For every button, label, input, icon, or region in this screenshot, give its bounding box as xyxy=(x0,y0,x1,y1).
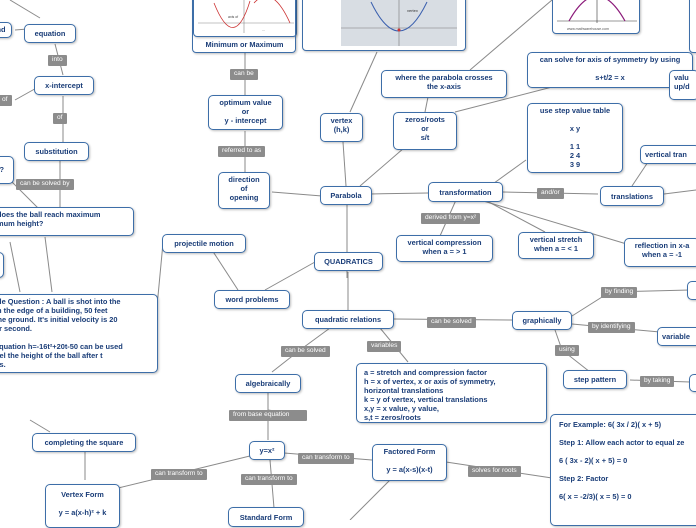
node-quadratic-relations[interactable]: quadratic relations xyxy=(302,310,394,329)
node-value-up-down[interactable]: valu up/d xyxy=(669,70,696,100)
graph-thumbnail-vertex[interactable]: vertex xyxy=(302,0,466,51)
node-vertical-stretch[interactable]: vertical stretch when a = < 1 xyxy=(518,232,594,259)
edge-label-of-2: of xyxy=(53,113,67,124)
graph-thumbnail-minmax[interactable]: axis of ... xyxy=(193,0,297,37)
node-direction-of-opening[interactable]: direction of opening xyxy=(218,172,270,209)
node-vertical-translation[interactable]: vertical tran xyxy=(640,145,696,164)
node-partial-top-left[interactable]: nd xyxy=(0,22,12,38)
red-parabola-icon: www.mathwarehouse.com xyxy=(557,0,637,31)
svg-text:vertex: vertex xyxy=(407,8,418,13)
node-step-pattern[interactable]: step pattern xyxy=(563,370,627,389)
node-x-intercept[interactable]: x-intercept xyxy=(34,76,94,95)
edge-label-into: into xyxy=(48,55,67,66)
node-substitution[interactable]: substitution xyxy=(24,142,89,161)
node-vertical-compression[interactable]: vertical compression when a = > 1 xyxy=(396,235,493,262)
edge-label-can-be: can be xyxy=(230,69,258,80)
svg-text:...: ... xyxy=(262,28,265,32)
edge-label-of-1: of xyxy=(0,95,12,106)
node-algebraically[interactable]: algebraically xyxy=(235,374,301,393)
edge-label-can-transform-to-1: can transform to xyxy=(298,453,354,464)
node-variables[interactable]: variable xyxy=(657,327,696,346)
edge-label-can-transform-to-2: can transform to xyxy=(151,469,207,480)
node-sample-question[interactable]: ple Question : A ball is shot into the m… xyxy=(0,294,158,373)
edge-label-by-taking: by taking xyxy=(640,376,675,387)
edge-label-can-be-solved: can be solved xyxy=(427,317,476,328)
node-graphically[interactable]: graphically xyxy=(512,311,572,330)
node-parabola[interactable]: Parabola xyxy=(320,186,372,205)
minmax-container[interactable] xyxy=(192,0,296,53)
node-zeros-roots[interactable]: zeros/roots or s/t xyxy=(393,112,457,150)
node-partial-left-box[interactable] xyxy=(0,252,4,278)
edge-label-by-identifying: by identifying xyxy=(588,322,635,333)
svg-text:axis of: axis of xyxy=(228,15,238,19)
edge-label-by-finding: by finding xyxy=(601,287,638,298)
edge-label-can-be-solved-2: can be solved xyxy=(281,346,330,357)
edge-label-referred-to-as: referred to as xyxy=(218,146,266,157)
node-translations[interactable]: translations xyxy=(600,186,664,206)
node-ball-max-height-question[interactable]: does the ball reach maximum mum height? xyxy=(0,207,134,236)
vertex-graph-image: vertex xyxy=(341,0,457,46)
node-factored-form[interactable]: Factored Form y = a(x-s)(x-t) xyxy=(372,444,447,481)
node-projectile-motion[interactable]: projectile motion xyxy=(162,234,246,253)
node-word-problems[interactable]: word problems xyxy=(214,290,290,309)
edge-label-variables: variables xyxy=(367,341,402,352)
node-factoring-example[interactable]: For Example: 6( 3x / 2)( x + 5) Step 1: … xyxy=(550,414,696,526)
node-variables-description[interactable]: a = stretch and compression factor h = x… xyxy=(356,363,547,423)
node-taking-target[interactable] xyxy=(689,374,696,392)
node-transformation[interactable]: transformation xyxy=(428,182,503,202)
edge-label-and-or: and/or xyxy=(537,188,564,199)
node-equation[interactable]: equation xyxy=(24,24,76,43)
node-finding-target[interactable] xyxy=(687,281,696,300)
node-partial-h[interactable]: h? xyxy=(0,156,14,184)
edge-label-derived-from: derived from y=x² xyxy=(421,213,481,224)
graph-thumbnail-red-parabola[interactable]: www.mathwarehouse.com xyxy=(552,0,640,34)
edge-label-can-transform-to-3: can transform to xyxy=(241,474,297,485)
node-completing-the-square[interactable]: completing the square xyxy=(32,433,136,452)
svg-text:www.mathwarehouse.com: www.mathwarehouse.com xyxy=(567,27,609,31)
node-optimum-value[interactable]: optimum value or y - intercept xyxy=(208,95,283,130)
edge-label-using: using xyxy=(555,345,579,356)
node-reflection[interactable]: reflection in x-a when a = -1 xyxy=(624,238,696,267)
node-where-parabola-crosses[interactable]: where the parabola crosses the x-axis xyxy=(381,70,507,98)
node-axis-of-symmetry[interactable]: can solve for axis of symmetry by using … xyxy=(527,52,693,88)
edge-label-solves-for-roots: solves for roots xyxy=(468,466,521,477)
edge-label-from-base-equation: from base equation xyxy=(229,410,307,421)
parabola-graph-icon: axis of ... xyxy=(198,0,294,33)
node-vertex-form[interactable]: Vertex Form y = a(x-h)² + k xyxy=(45,484,120,528)
node-minimum-maximum-label: Minimum or Maximum xyxy=(205,40,284,49)
edge-label-can-be-solved-by: can be solved by xyxy=(16,179,74,190)
node-quadratics[interactable]: QUADRATICS xyxy=(314,252,383,271)
node-standard-form[interactable]: Standard Form xyxy=(228,507,304,527)
node-step-value-table[interactable]: use step value table x y 1 1 2 4 3 9 xyxy=(527,103,623,173)
node-vertex[interactable]: vertex (h,k) xyxy=(320,113,363,142)
right-edge-box[interactable] xyxy=(689,0,696,53)
node-y-equals-x-squared[interactable]: y=x² xyxy=(249,441,285,460)
